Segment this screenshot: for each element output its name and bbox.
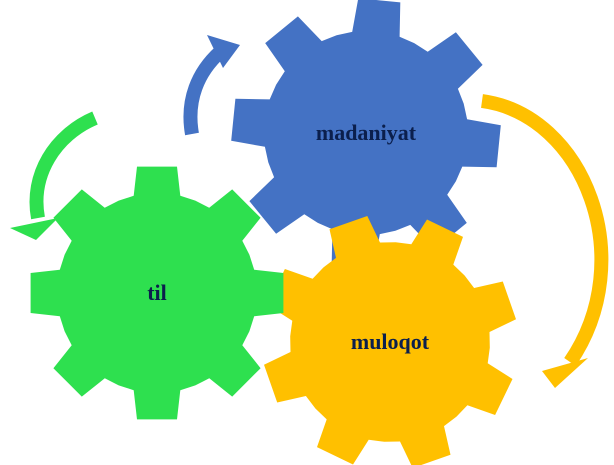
gear-muloqot-shape <box>264 216 516 465</box>
arrow-blue <box>183 35 240 136</box>
arrow-blue-shaft <box>183 46 225 136</box>
arrow-yellow-head <box>542 358 588 388</box>
gear-madaniyat: madaniyat <box>231 0 501 268</box>
arrow-green-shaft <box>29 111 98 220</box>
arrow-green-head <box>10 218 58 240</box>
gear-madaniyat-label: madaniyat <box>316 120 417 145</box>
gear-muloqot-label: muloqot <box>351 329 430 354</box>
gear-til-shape <box>30 166 284 420</box>
gear-muloqot: muloqot <box>264 216 516 465</box>
arrow-yellow-shaft <box>480 94 609 366</box>
arrow-yellow <box>480 94 609 388</box>
gear-til-label: til <box>147 280 167 305</box>
gear-til: til <box>30 166 284 420</box>
gear-madaniyat-shape <box>231 0 501 268</box>
arrow-green <box>10 111 98 240</box>
arrow-blue-head <box>207 35 240 68</box>
